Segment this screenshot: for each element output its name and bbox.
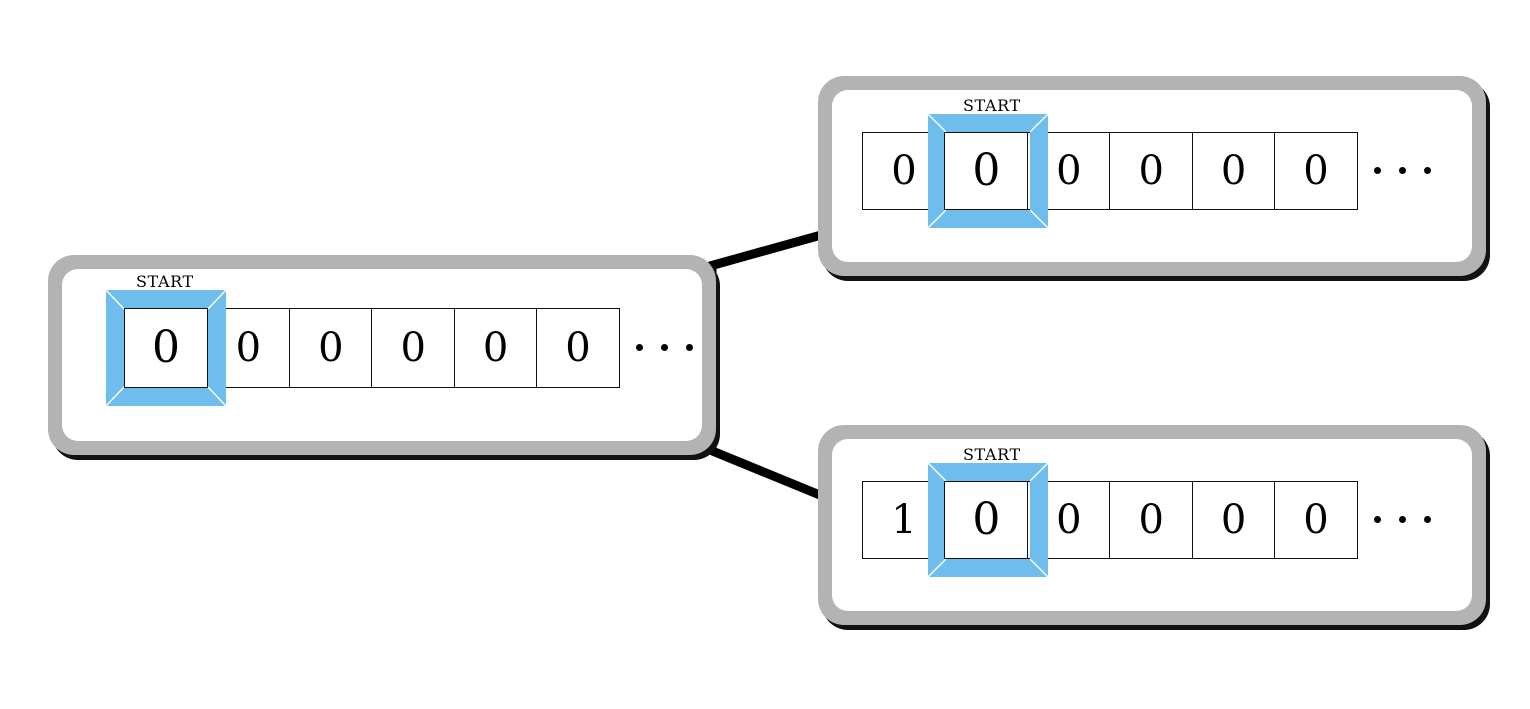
tape-symbol: 0 — [972, 145, 1001, 196]
node-branch-top-panel: START 0 0 0 0 0 0 — [832, 90, 1472, 262]
tape-branch-top: 0 0 0 0 0 0 — [862, 132, 1359, 210]
tape-cell[interactable]: 0 — [1109, 481, 1194, 559]
tape-cell[interactable]: 0 — [1274, 132, 1359, 210]
tape-branch-bottom: 1 0 0 0 0 0 — [862, 481, 1359, 559]
ellipsis-dot — [1374, 516, 1381, 523]
tape-symbol: 0 — [1220, 497, 1247, 543]
tape-symbol: 0 — [972, 494, 1001, 545]
tape-cell[interactable]: 0 — [371, 308, 456, 388]
node-root-panel: START 0 0 0 0 0 0 — [62, 269, 702, 441]
tape-symbol: 0 — [152, 322, 180, 373]
tape-cell[interactable]: 0 — [1274, 481, 1359, 559]
edge-root-to-top — [705, 227, 837, 271]
tape-cell[interactable]: 0 — [536, 308, 621, 388]
tape-symbol: 0 — [1138, 497, 1164, 543]
tape-cell[interactable]: 0 — [206, 308, 291, 388]
start-label-root: START — [136, 272, 194, 291]
tape-cell[interactable]: 0 — [1191, 132, 1276, 210]
tape-ellipsis — [636, 344, 693, 351]
tape-cell[interactable]: 0 — [1026, 132, 1111, 210]
ellipsis-dot — [686, 344, 693, 351]
ellipsis-dot — [636, 344, 643, 351]
tape-symbol: 0 — [400, 325, 426, 371]
edge-root-to-bottom — [705, 445, 837, 505]
tape-cell[interactable]: 1 — [862, 481, 946, 559]
tape-symbol: 0 — [235, 325, 262, 371]
tape-symbol: 0 — [482, 325, 509, 371]
tape-symbol: 0 — [1303, 148, 1329, 194]
tape-cell[interactable]: 0 — [862, 132, 946, 210]
tape-root: 0 0 0 0 0 0 — [124, 308, 621, 388]
tape-cell-head[interactable]: 0 — [124, 308, 208, 388]
tape-ellipsis — [1374, 516, 1431, 523]
tape-symbol: 0 — [1220, 148, 1247, 194]
node-root[interactable]: START 0 0 0 0 0 0 — [48, 255, 716, 455]
ellipsis-dot — [661, 344, 668, 351]
tape-symbol: 0 — [1056, 148, 1082, 194]
tape-symbol: 0 — [318, 325, 344, 371]
ellipsis-dot — [1374, 167, 1381, 174]
tape-cell-head[interactable]: 0 — [944, 132, 1029, 210]
tape-symbol: 0 — [1138, 148, 1164, 194]
ellipsis-dot — [1424, 516, 1431, 523]
tape-cell[interactable]: 0 — [1191, 481, 1276, 559]
tape-cell[interactable]: 0 — [1026, 481, 1111, 559]
node-branch-bottom[interactable]: START 1 0 0 0 0 0 — [818, 425, 1486, 625]
tape-cell[interactable]: 0 — [453, 308, 538, 388]
ellipsis-dot — [1399, 516, 1406, 523]
start-label-branch-bottom: START — [963, 445, 1021, 464]
tape-cell-head[interactable]: 0 — [944, 481, 1029, 559]
tape-cell[interactable]: 0 — [288, 308, 373, 388]
tape-symbol: 0 — [891, 148, 917, 194]
start-label-branch-top: START — [963, 96, 1021, 115]
ellipsis-dot — [1399, 167, 1406, 174]
tape-ellipsis — [1374, 167, 1431, 174]
node-branch-top[interactable]: START 0 0 0 0 0 0 — [818, 76, 1486, 276]
tape-symbol: 0 — [1303, 497, 1329, 543]
node-branch-bottom-panel: START 1 0 0 0 0 0 — [832, 439, 1472, 611]
tape-symbol: 0 — [565, 325, 591, 371]
ellipsis-dot — [1424, 167, 1431, 174]
tape-symbol: 0 — [1056, 497, 1082, 543]
tape-cell[interactable]: 0 — [1109, 132, 1194, 210]
tape-symbol: 1 — [891, 497, 917, 543]
